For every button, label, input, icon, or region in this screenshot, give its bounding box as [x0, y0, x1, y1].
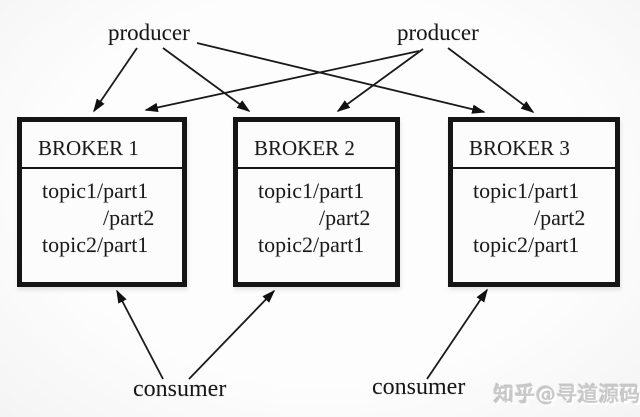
topic-line: topic1/part1: [42, 178, 149, 203]
broker-2-box: BROKER 2 topic1/part1 /part2 topic2/part…: [233, 117, 400, 287]
arrow-producer2-to-broker3: [447, 47, 535, 113]
broker-1-topics: topic1/part1 /part2 topic2/part1: [22, 169, 182, 258]
producer-2-label: producer: [397, 20, 479, 45]
producer-1-label: producer: [108, 20, 190, 45]
arrow-consumer2-to-broker3: [426, 288, 488, 380]
broker-3-title: BROKER 3: [453, 122, 615, 169]
topic-line: topic2/part1: [42, 232, 149, 257]
arrow-producer2-to-broker2: [336, 48, 424, 112]
broker-1-box: BROKER 1 topic1/part1 /part2 topic2/part…: [17, 117, 187, 287]
broker-3-topics: topic1/part1 /part2 topic2/part1: [453, 169, 615, 258]
consumer-1-label: consumer: [133, 376, 227, 402]
topic-line: /part2: [319, 205, 371, 230]
zhihu-watermark: 知乎@寻道源码: [494, 382, 640, 406]
arrow-consumer1-to-broker1: [116, 289, 164, 380]
broker-2-title: BROKER 2: [238, 122, 395, 169]
arrow-producer2-to-broker1: [144, 50, 420, 113]
broker-2-topics: topic1/part1 /part2 topic2/part1: [238, 169, 395, 258]
topic-line: topic2/part1: [258, 232, 365, 257]
arrow-producer1-to-broker2: [162, 47, 251, 112]
arrow-producer1-to-broker1: [93, 47, 138, 113]
arrow-producer1-to-broker3: [196, 42, 486, 114]
topic-line: topic1/part1: [258, 178, 365, 203]
arrow-consumer1-to-broker2: [188, 289, 276, 380]
topic-line: /part2: [103, 205, 155, 230]
topic-line: topic1/part1: [473, 178, 580, 203]
broker-1-title: BROKER 1: [22, 122, 182, 169]
topic-line: topic2/part1: [473, 232, 580, 257]
consumer-2-label: consumer: [372, 374, 466, 400]
topic-line: /part2: [534, 205, 586, 230]
broker-3-box: BROKER 3 topic1/part1 /part2 topic2/part…: [448, 117, 620, 287]
